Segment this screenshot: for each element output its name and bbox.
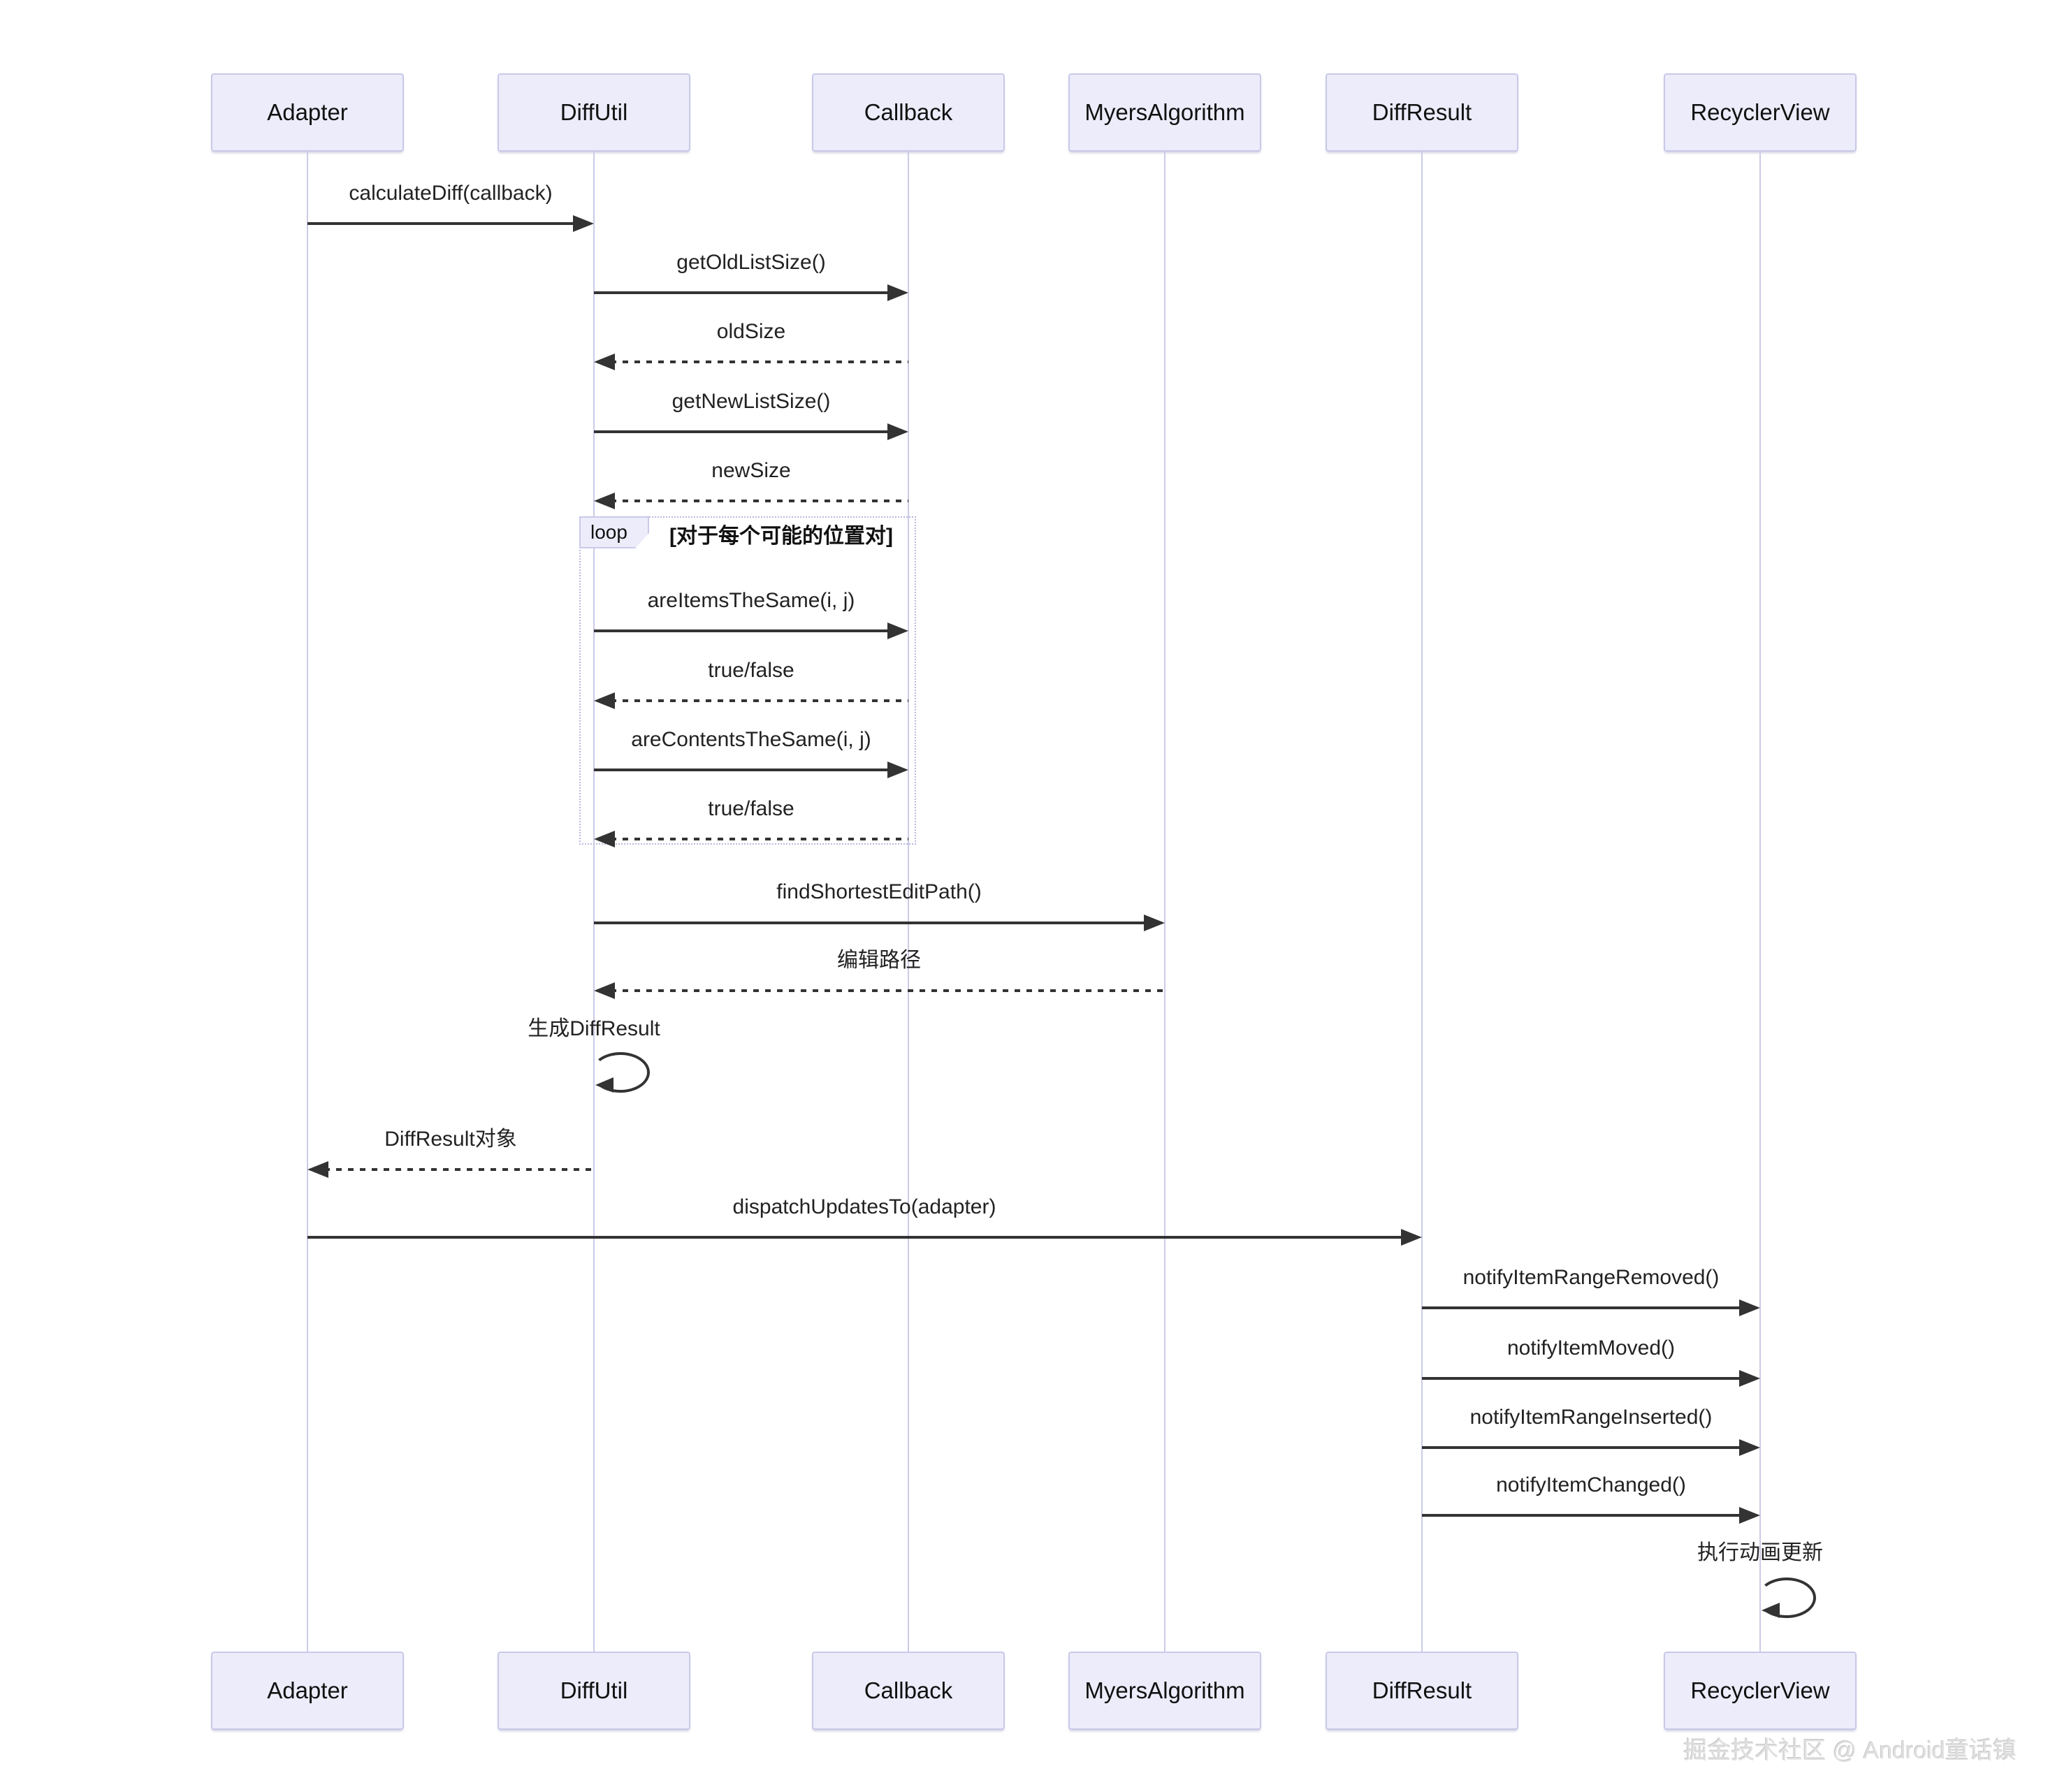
arrowhead-icon — [594, 831, 615, 847]
self-loop-curve — [591, 1052, 650, 1093]
message-label-truefalse-2: true/false — [708, 797, 794, 820]
participant-myers-bottom: MyersAlgorithm — [1068, 1652, 1261, 1730]
arrowhead-icon — [1739, 1439, 1760, 1456]
message-line — [594, 291, 887, 294]
lifeline-callback — [908, 152, 909, 1652]
message-label-diffresult-object: DiffResult对象 — [384, 1128, 517, 1151]
message-label-notifyitemrangeinserted: notifyItemRangeInserted() — [1469, 1406, 1713, 1429]
return-line — [611, 699, 908, 702]
arrowhead-icon — [307, 1161, 328, 1178]
arrowhead-icon — [573, 215, 594, 232]
participant-diffresult-bottom: DiffResult — [1326, 1652, 1518, 1730]
arrowhead-icon — [1739, 1370, 1760, 1387]
message-label-dispatchupdatesto: dispatchUpdatesTo(adapter) — [732, 1195, 996, 1218]
lifeline-myers — [1164, 152, 1166, 1652]
participant-adapter-top: Adapter — [211, 73, 404, 152]
arrowhead-icon — [594, 493, 615, 509]
arrowhead-icon — [594, 354, 615, 370]
message-line — [307, 222, 573, 225]
arrowhead-icon — [887, 423, 908, 440]
message-label-truefalse-1: true/false — [708, 659, 794, 682]
lifeline-diffresult — [1421, 152, 1423, 1652]
message-label-editpath: 编辑路径 — [837, 949, 921, 972]
participant-myers-top: MyersAlgorithm — [1068, 73, 1261, 152]
message-label-getoldlistsize: getOldListSize() — [676, 251, 826, 274]
message-line — [1422, 1306, 1739, 1309]
return-line — [611, 500, 908, 502]
return-line — [611, 360, 908, 363]
lifeline-recyclerview — [1759, 152, 1761, 1652]
loop-frame — [579, 516, 916, 845]
message-line — [1422, 1377, 1739, 1380]
arrowhead-icon — [1739, 1299, 1760, 1316]
lifeline-adapter — [307, 152, 308, 1652]
participant-diffresult-top: DiffResult — [1326, 73, 1518, 152]
arrowhead-icon — [1762, 1603, 1780, 1618]
arrowhead-icon — [1739, 1507, 1760, 1524]
message-label-arecontentsthesame: areContentsTheSame(i, j) — [631, 728, 871, 751]
return-line — [324, 1168, 594, 1171]
message-label-generate-diffresult: 生成DiffResult — [528, 1017, 660, 1040]
message-label-findshortesteditpath: findShortestEditPath() — [776, 880, 982, 903]
participant-recyclerview-bottom: RecyclerView — [1664, 1652, 1857, 1730]
participant-diffutil-top: DiffUtil — [498, 73, 690, 152]
participant-callback-bottom: Callback — [812, 1652, 1005, 1730]
loop-condition: [对于每个可能的位置对] — [669, 525, 893, 548]
arrowhead-icon — [1144, 915, 1165, 931]
return-line — [611, 838, 908, 840]
message-line — [1422, 1446, 1739, 1449]
message-line — [594, 922, 1153, 924]
message-line — [594, 430, 887, 433]
lifeline-diffutil — [593, 152, 595, 1652]
message-line — [594, 629, 887, 632]
arrowhead-icon — [887, 284, 908, 301]
message-label-oldsize: oldSize — [716, 320, 786, 343]
arrowhead-icon — [1401, 1229, 1422, 1246]
message-label-newsize: newSize — [711, 459, 791, 482]
message-line — [594, 768, 887, 771]
participant-adapter-bottom: Adapter — [211, 1652, 404, 1730]
participant-diffutil-bottom: DiffUtil — [498, 1652, 690, 1730]
arrowhead-icon — [595, 1077, 613, 1093]
self-loop-curve — [1757, 1578, 1816, 1618]
arrowhead-icon — [887, 622, 908, 639]
participant-recyclerview-top: RecyclerView — [1664, 73, 1857, 152]
arrowhead-icon — [594, 692, 615, 709]
message-line — [1422, 1514, 1739, 1517]
message-label-notifyitemrangeremoved: notifyItemRangeRemoved() — [1462, 1266, 1720, 1289]
message-label-notifyitemchanged: notifyItemChanged() — [1496, 1473, 1686, 1496]
return-line — [611, 989, 1165, 992]
loop-keyword: loop — [579, 516, 649, 548]
watermark: 掘金技术社区 @ Android童话镇 — [1683, 1738, 2017, 1764]
message-line — [307, 1236, 1401, 1239]
arrowhead-icon — [594, 982, 615, 999]
message-label-notifyitemmoved: notifyItemMoved() — [1506, 1336, 1676, 1360]
message-label-run-animation-update: 执行动画更新 — [1697, 1541, 1823, 1564]
message-label-areitemsthesame: areItemsTheSame(i, j) — [647, 589, 855, 612]
participant-callback-top: Callback — [812, 73, 1005, 152]
arrowhead-icon — [887, 762, 908, 778]
message-label-getnewlistsize: getNewListSize() — [671, 390, 831, 413]
message-label-calculatediff: calculateDiff(callback) — [349, 182, 553, 205]
